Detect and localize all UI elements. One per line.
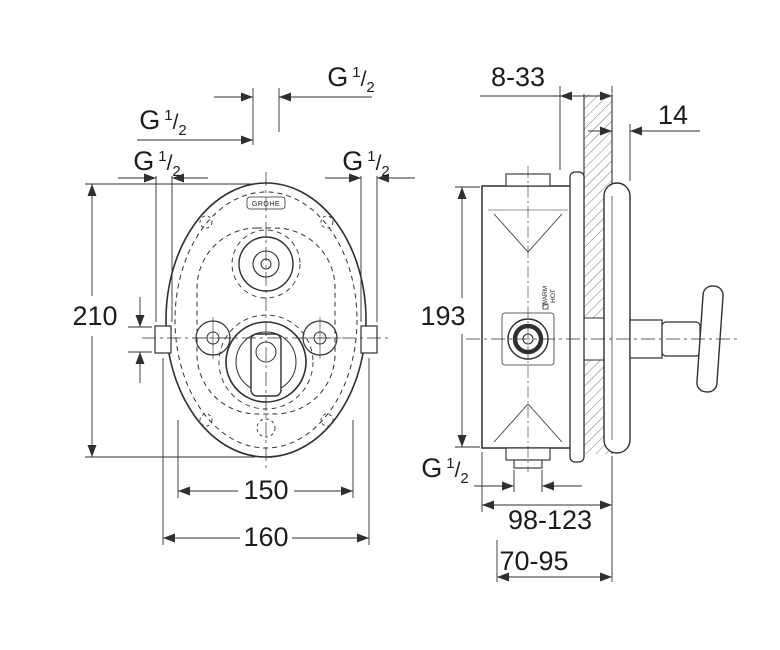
dim-side-height-label: 193: [420, 301, 465, 331]
dimension-lines: [85, 86, 700, 582]
dim-overall-width-label: 160: [243, 522, 288, 552]
dim-install-depth-max-label: 98-123: [508, 505, 592, 535]
cover-plate: [603, 182, 631, 454]
warm-hot-marking: WARM HOT: [542, 286, 557, 306]
warm-label: WARM: [542, 286, 549, 306]
front-view: GROHE: [142, 172, 390, 468]
dim-install-depth-min-label: 70-95: [499, 546, 568, 576]
dim-plate-thickness-label: 14: [658, 100, 688, 130]
mounting-flange: [569, 171, 585, 463]
dim-body-width-label: 150: [243, 475, 288, 505]
dim-wall-depth-label: 8-33: [491, 62, 545, 92]
rough-in-body: [481, 185, 573, 449]
dim-front-height-label: 210: [72, 301, 117, 331]
side-view: WARM HOT: [466, 94, 738, 472]
right-port-tab: [360, 325, 378, 354]
hot-label: HOT: [550, 289, 557, 303]
left-port-tab: [154, 325, 172, 354]
